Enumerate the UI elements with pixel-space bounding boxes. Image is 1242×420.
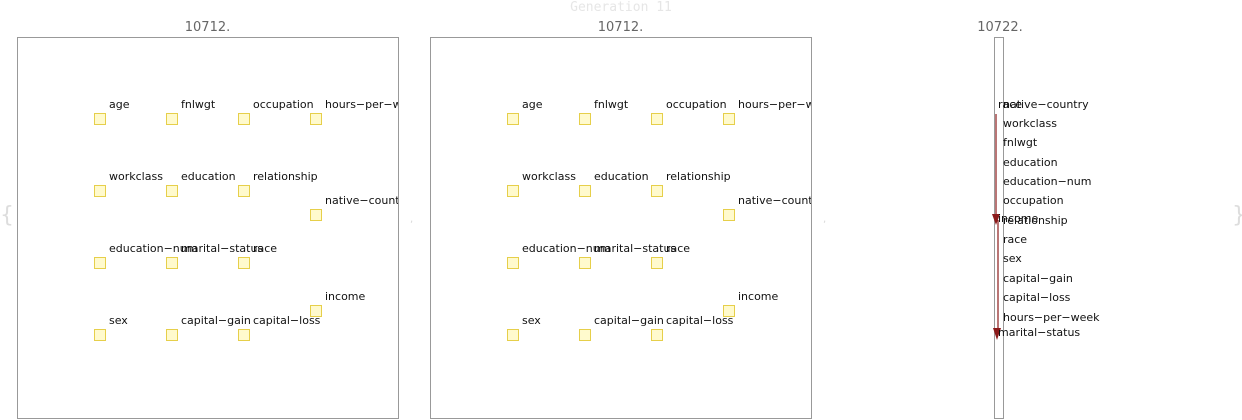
column-label-occupation: occupation: [1003, 194, 1064, 207]
node-relationship: [238, 185, 250, 197]
node-label: income: [738, 290, 779, 303]
node-label: capital−gain: [181, 314, 251, 327]
right-bracket: }: [1232, 204, 1242, 228]
node-label: income: [325, 290, 366, 303]
graph-panel-2: age fnlwgt occupation hours−per−week wor…: [430, 37, 812, 419]
node-hours-per-week: [723, 113, 735, 125]
column-label-education: education: [1003, 156, 1058, 169]
node-relationship: [651, 185, 663, 197]
node-occupation: [238, 113, 250, 125]
panel-3-score: 10722.: [977, 20, 1023, 35]
panel-2-score: 10712.: [597, 20, 644, 35]
column-label-marital-status: marital−status: [998, 326, 1081, 339]
node-label: education: [181, 170, 236, 183]
node-label: marital−status: [594, 242, 677, 255]
node-capital-gain: [579, 329, 591, 341]
left-bracket: {: [0, 203, 14, 228]
node-label: capital−loss: [666, 314, 734, 327]
node-fnlwgt: [166, 113, 178, 125]
node-label: age: [109, 98, 130, 111]
column-label-relationship: relationship: [1003, 214, 1068, 227]
node-education: [579, 185, 591, 197]
node-label: workclass: [109, 170, 163, 183]
separator-comma-1: ,: [410, 214, 414, 225]
node-label: capital−gain: [594, 314, 664, 327]
column-label-hours-per-week: hours−per−week: [1003, 311, 1100, 324]
node-education-num: [94, 257, 106, 269]
node-label: occupation: [253, 98, 314, 111]
node-label: occupation: [666, 98, 727, 111]
node-marital-status: [166, 257, 178, 269]
node-label: hours−per−week: [325, 98, 398, 111]
node-label: relationship: [666, 170, 731, 183]
edge-arrow-2: [993, 328, 1001, 340]
column-label-education-num: education−num: [1003, 175, 1092, 188]
column-label-fnlwgt: fnlwgt: [1003, 136, 1038, 149]
node-workclass: [94, 185, 106, 197]
node-age: [94, 113, 106, 125]
separator-comma-2: ,: [823, 214, 827, 225]
node-label: fnlwgt: [181, 98, 216, 111]
node-marital-status: [579, 257, 591, 269]
node-label: workclass: [522, 170, 576, 183]
node-sex: [94, 329, 106, 341]
node-label: native−country: [738, 194, 812, 207]
node-label: education−num: [522, 242, 611, 255]
node-capital-loss: [651, 329, 663, 341]
column-label-capital-gain: capital−gain: [1003, 272, 1073, 285]
node-label: fnlwgt: [594, 98, 629, 111]
node-native-country: [723, 209, 735, 221]
node-workclass: [507, 185, 519, 197]
node-label: race: [666, 242, 691, 255]
column-label-income: income: [998, 212, 1039, 225]
column-label-race: race: [998, 98, 1023, 111]
node-label: marital−status: [181, 242, 264, 255]
node-age: [507, 113, 519, 125]
node-label: sex: [109, 314, 128, 327]
node-label: relationship: [253, 170, 318, 183]
node-fnlwgt: [579, 113, 591, 125]
node-education: [166, 185, 178, 197]
node-label: hours−per−week: [738, 98, 811, 111]
node-race: [651, 257, 663, 269]
collapsed-graph-panel: [994, 37, 1004, 419]
node-race: [238, 257, 250, 269]
column-label-sex: sex: [1003, 252, 1022, 265]
graph-panel-1: age fnlwgt occupation hours−per−week wor…: [17, 37, 399, 419]
node-capital-gain: [166, 329, 178, 341]
node-income: [723, 305, 735, 317]
node-label: education−num: [109, 242, 198, 255]
column-label-native-country: native−country: [1003, 98, 1089, 111]
node-label: race: [253, 242, 278, 255]
collapsed-edges: [992, 114, 1001, 340]
node-label: native−country: [325, 194, 399, 207]
generation-title: Generation 11: [570, 0, 672, 15]
node-label: sex: [522, 314, 541, 327]
node-label: age: [522, 98, 543, 111]
column-label-workclass: workclass: [1003, 117, 1057, 130]
node-sex: [507, 329, 519, 341]
column-label-capital-loss: capital−loss: [1003, 291, 1071, 304]
node-hours-per-week: [310, 113, 322, 125]
column-label-race: race: [1003, 233, 1028, 246]
edge-arrow-1: [992, 214, 1000, 225]
node-label: capital−loss: [253, 314, 321, 327]
node-native-country: [310, 209, 322, 221]
node-income: [310, 305, 322, 317]
node-occupation: [651, 113, 663, 125]
panel-1-score: 10712.: [184, 20, 231, 35]
node-education-num: [507, 257, 519, 269]
node-label: education: [594, 170, 649, 183]
node-capital-loss: [238, 329, 250, 341]
